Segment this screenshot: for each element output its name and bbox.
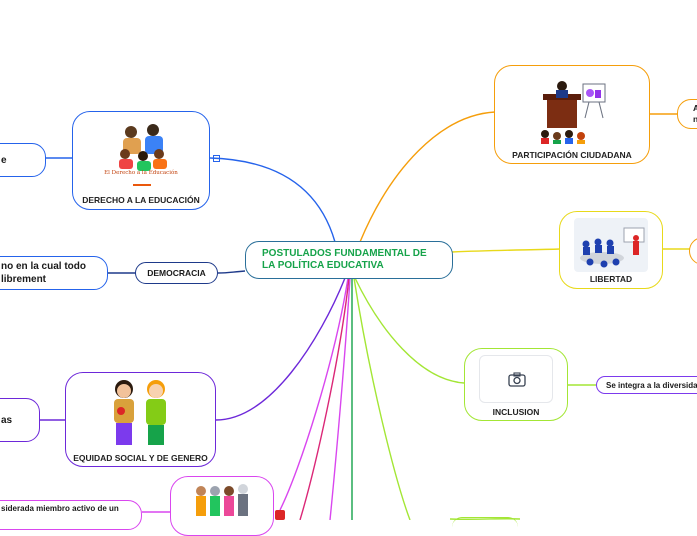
group-of-people-image	[196, 484, 248, 516]
equidad-leaf-text: as	[1, 414, 13, 426]
derecho-node[interactable]: El Derecho a la Educación DERECHO A LA E…	[72, 111, 210, 210]
democracia-leaf[interactable]: no en la cual todo librement	[0, 256, 108, 290]
central-topic[interactable]: POSTULADOS FUNDAMENTAL DE LA POLÍTICA ED…	[245, 241, 453, 279]
attachment-icon[interactable]	[275, 510, 285, 520]
libertad-node[interactable]: LIBERTAD	[559, 211, 663, 289]
link-icon[interactable]	[213, 155, 220, 162]
connector-bottom-1	[279, 277, 349, 511]
connector-inclusion	[354, 277, 465, 384]
inclusion-node[interactable]: INCLUSION	[464, 348, 568, 421]
bottom-leaf-text: siderada miembro activo de un	[1, 504, 119, 513]
connector-derecho	[209, 157, 336, 243]
derecho-leaf[interactable]: e	[0, 143, 46, 177]
connector-participacion	[359, 111, 496, 243]
connector-bottom-5	[353, 277, 411, 520]
inclusion-leaf[interactable]: Se integra a la diversida	[596, 376, 697, 394]
equidad-label: EQUIDAD SOCIAL Y DE GENERO	[73, 453, 208, 463]
bottom-node[interactable]	[170, 476, 274, 536]
libertad-label: LIBERTAD	[589, 274, 633, 284]
mindmap-canvas	[40, 111, 690, 520]
participacion-node[interactable]: PARTICIPACIÓN CIUDADANA	[494, 65, 650, 164]
connector-bottom-2	[299, 277, 350, 520]
democracia-leaf-line-2: librement	[1, 274, 47, 285]
camera-icon	[508, 372, 526, 387]
participacion-leaf-line-1: A	[693, 103, 697, 113]
bottom-right-node-edge	[452, 517, 518, 528]
connector-libertad	[451, 248, 561, 253]
democracia-label: DEMOCRACIA	[147, 268, 206, 278]
derecho-underline	[133, 184, 151, 186]
speaker-at-podium-image	[541, 81, 606, 144]
equidad-leaf[interactable]: as	[0, 398, 40, 442]
derecho-label: DERECHO A LA EDUCACIÓN	[82, 195, 200, 205]
derecho-image-caption: El Derecho a la Educación	[104, 170, 178, 176]
equidad-node[interactable]: EQUIDAD SOCIAL Y DE GENERO	[65, 372, 216, 467]
connector-equidad	[215, 277, 346, 421]
image-placeholder	[479, 355, 553, 403]
participacion-label: PARTICIPACIÓN CIUDADANA	[512, 150, 632, 160]
derecho-leaf-text: e	[1, 154, 7, 166]
participacion-leaf[interactable]: A n	[677, 99, 697, 129]
inclusion-leaf-text: Se integra a la diversida	[606, 380, 697, 390]
participacion-leaf-line-2: n	[693, 114, 697, 124]
central-topic-title: POSTULADOS FUNDAMENTAL DE LA POLÍTICA ED…	[262, 248, 427, 271]
connector-democracia	[217, 270, 246, 274]
boy-and-girl-image	[114, 380, 166, 445]
democracia-node[interactable]: DEMOCRACIA	[135, 262, 218, 284]
inclusion-label: INCLUSION	[492, 407, 540, 417]
bottom-leaf[interactable]: siderada miembro activo de un	[0, 500, 142, 530]
connector-bottom-3	[329, 277, 351, 520]
democracia-leaf-line-1: no en la cual todo	[1, 261, 87, 272]
meeting-image	[574, 218, 648, 272]
children-reading-image	[119, 124, 167, 171]
